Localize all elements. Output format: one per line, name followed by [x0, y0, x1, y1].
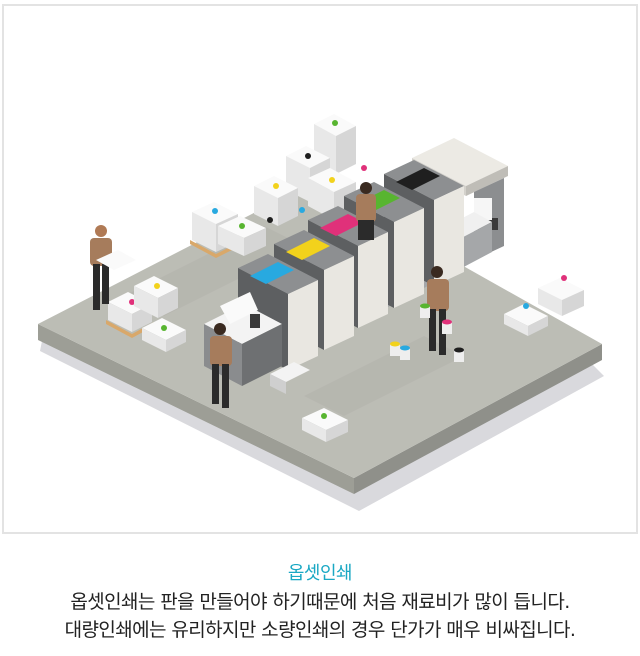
- platform-side-right: [354, 344, 602, 494]
- worker-back: [356, 182, 376, 240]
- ink-buckets: [390, 341, 464, 362]
- paper-stacks-front: [106, 275, 584, 442]
- worker-operator: [210, 323, 232, 408]
- illustration-frame: [2, 4, 638, 534]
- caption-title: 옵셋인쇄: [287, 563, 353, 584]
- caption: 옵셋인쇄 옵셋인쇄는 판을 만들어야 하기때문에 처음 재료비가 많이 듭니다.…: [0, 560, 640, 644]
- caption-line-1: 옵셋인쇄는 판을 만들어야 하기때문에 처음 재료비가 많이 듭니다.: [70, 591, 570, 613]
- worker-ink: [420, 266, 452, 355]
- platform-side-left: [38, 324, 354, 494]
- caption-line-2: 대량인쇄에는 유리하지만 소량인쇄의 경우 단가가 매우 비싸집니다.: [64, 619, 576, 641]
- printing-press: [204, 160, 492, 394]
- floor-tile-shade: [304, 336, 464, 416]
- offset-printing-illustration: [38, 114, 604, 511]
- worker-left: [90, 225, 136, 310]
